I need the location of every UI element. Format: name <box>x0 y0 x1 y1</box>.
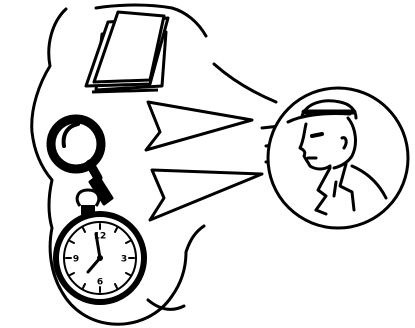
detective-circle <box>268 88 408 228</box>
lower-wedge <box>150 170 262 220</box>
eye <box>312 134 322 136</box>
upper-connector-line <box>214 64 276 102</box>
papers-icon <box>86 12 168 92</box>
stopwatch-icon: 12 3 6 9 <box>56 190 144 302</box>
upper-wedge <box>146 102 252 150</box>
clue-wedges <box>146 102 262 220</box>
detective-bubble <box>268 88 408 228</box>
paper-bottom-edge <box>92 90 158 92</box>
stopwatch-bow <box>77 190 99 206</box>
clock-number-3: 3 <box>121 255 127 265</box>
stopwatch-pivot <box>97 255 103 261</box>
clock-number-9: 9 <box>73 255 79 265</box>
coat-lapel <box>334 182 336 196</box>
clock-number-6: 6 <box>97 278 103 288</box>
